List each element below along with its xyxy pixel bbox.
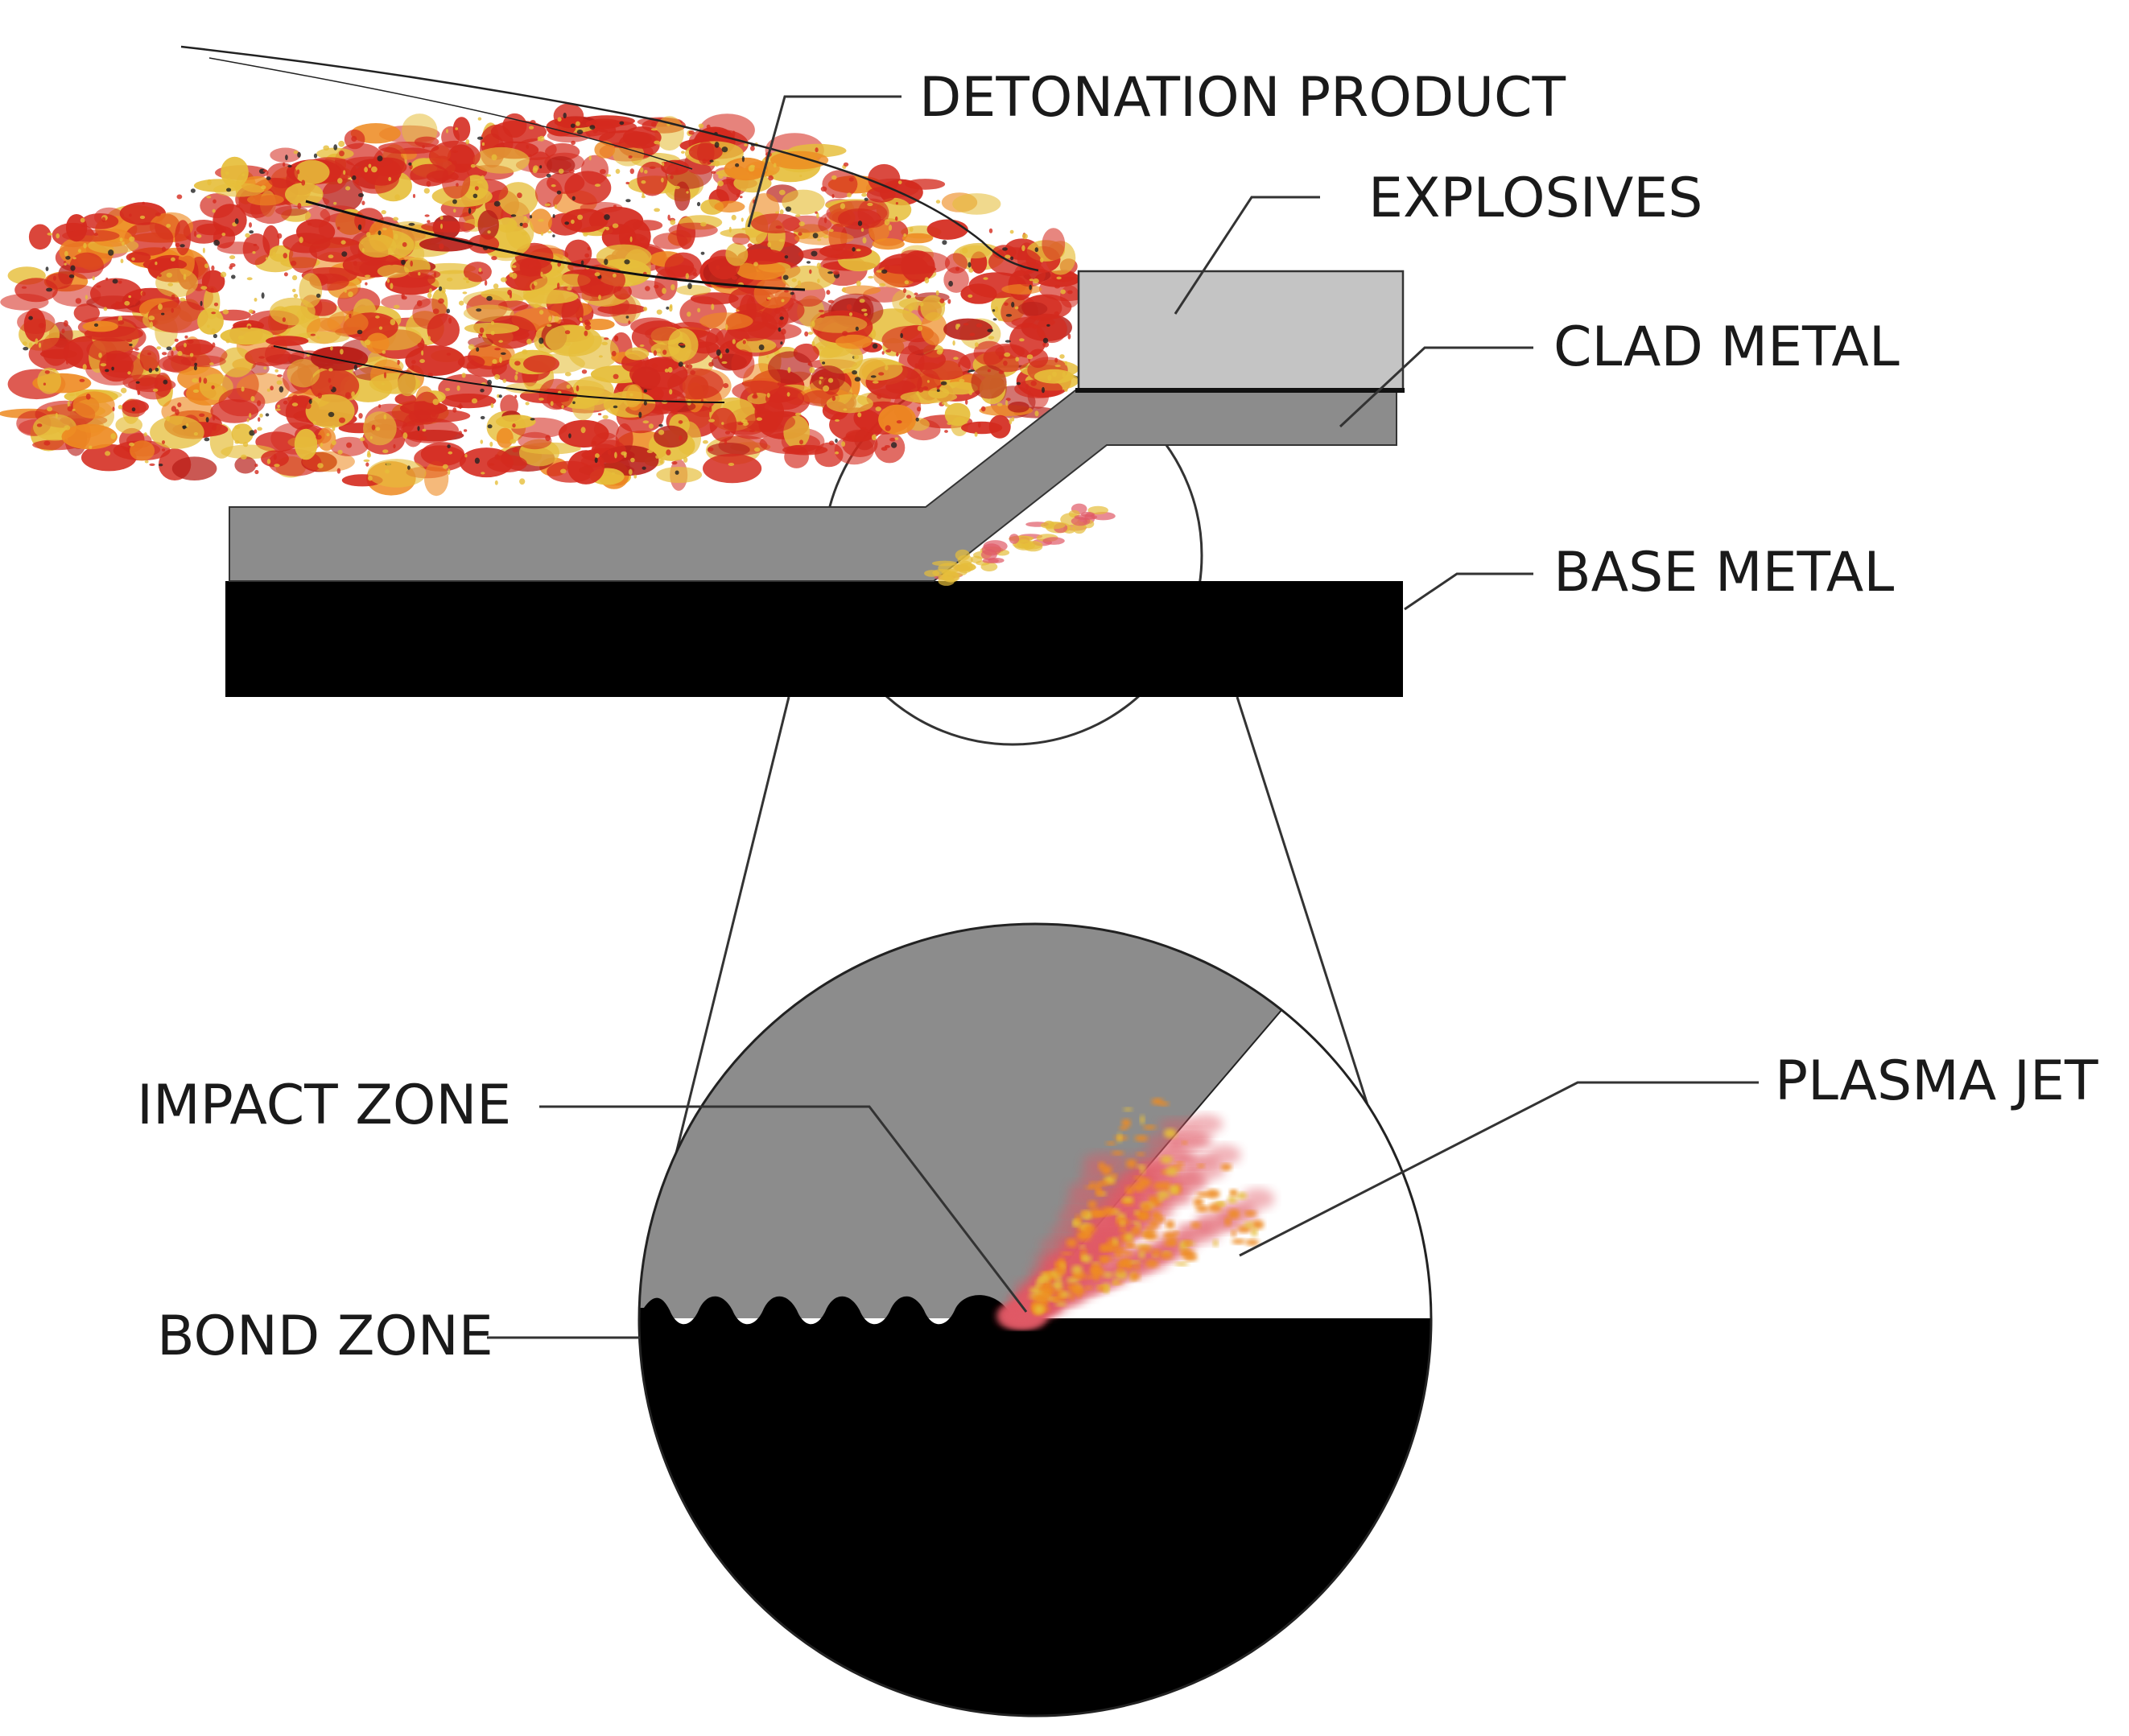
explosives-block — [1077, 270, 1405, 392]
leader-lines — [487, 95, 1759, 1339]
label-base-metal: BASE METAL — [1553, 541, 1895, 604]
zoom-base-metal — [639, 1295, 1431, 1716]
zoom-clad-metal — [639, 924, 1368, 1318]
detonation-product-cloud — [0, 103, 1094, 497]
label-clad-metal: CLAD METAL — [1553, 315, 1900, 379]
zoom-circle-outline — [637, 922, 1433, 1717]
leader-plasma-jet — [1239, 1081, 1759, 1257]
label-detonation-product: DETONATION PRODUCT — [919, 66, 1566, 130]
zoomed-detail — [639, 924, 1431, 1716]
clad-metal-plate — [229, 390, 1397, 582]
leader-impact-zone — [539, 1105, 1028, 1313]
label-explosives: EXPLOSIVES — [1368, 167, 1703, 230]
leader-clad-metal — [1339, 346, 1533, 428]
small-plasma-jet — [924, 503, 1116, 586]
label-bond-zone: BOND ZONE — [157, 1305, 493, 1368]
leader-base-metal — [1404, 572, 1533, 611]
label-plasma-jet: PLASMA JET — [1775, 1049, 2098, 1113]
cloud-outline-sketch — [180, 45, 1039, 403]
leader-detonation-product — [747, 95, 902, 228]
leader-explosives — [1174, 196, 1320, 315]
plasma-jet-zoom — [998, 1098, 1275, 1327]
base-metal-plate — [225, 581, 1403, 697]
label-impact-zone: IMPACT ZONE — [137, 1074, 512, 1137]
